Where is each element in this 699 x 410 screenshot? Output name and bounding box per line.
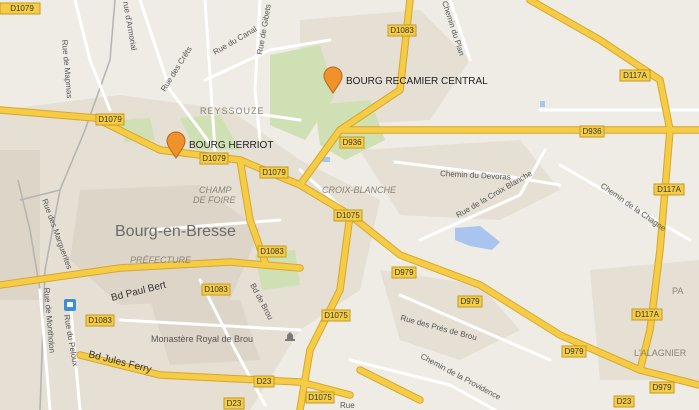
- svg-text:D936: D936: [582, 127, 602, 136]
- road-shield: D117A: [619, 69, 651, 82]
- svg-text:D936: D936: [342, 138, 362, 147]
- road-shield: D1083: [85, 314, 115, 327]
- railways: [17, 0, 116, 410]
- svg-text:D1079: D1079: [262, 168, 286, 177]
- dense-areas: [0, 150, 260, 365]
- marker-label[interactable]: BOURG RECAMIER CENTRAL: [346, 76, 488, 87]
- map-marker-recamier[interactable]: BOURG RECAMIER CENTRAL: [323, 66, 488, 94]
- svg-text:D1079: D1079: [98, 115, 122, 124]
- train-station-icon[interactable]: [64, 299, 76, 311]
- road-shield: D1075: [321, 309, 351, 322]
- map-marker-herriot[interactable]: BOURG HERRIOT: [166, 131, 273, 159]
- svg-text:D1083: D1083: [88, 316, 112, 325]
- road-shield: D1083: [387, 24, 417, 37]
- road-shield: D1079: [199, 152, 229, 165]
- svg-text:D979: D979: [394, 268, 414, 277]
- monastery-label: Monastère Royal de Brou: [151, 334, 253, 344]
- city-label: Bourg-en-Bresse: [115, 223, 236, 240]
- svg-text:D117A: D117A: [657, 185, 682, 194]
- district-label-alagnier: L'ALAGNIER: [634, 348, 687, 358]
- svg-text:D1075: D1075: [324, 311, 348, 320]
- road-shield: D1075: [305, 391, 335, 404]
- road-shield: D979: [457, 295, 483, 308]
- road-shield: D1083: [257, 245, 287, 258]
- road-shield: D979: [649, 381, 675, 394]
- svg-text:D1079: D1079: [10, 4, 34, 13]
- road-shield: D117A: [631, 308, 663, 321]
- road-shield: D979: [391, 266, 417, 279]
- monument-icon: [285, 332, 295, 341]
- street-label-chemin-devoras: Chemin du Devoras: [440, 169, 511, 182]
- road-shield: D23: [223, 397, 245, 410]
- svg-text:D1083: D1083: [204, 285, 228, 294]
- svg-text:D979: D979: [564, 347, 584, 356]
- svg-text:D979: D979: [652, 383, 672, 392]
- svg-text:D23: D23: [617, 397, 632, 406]
- road-shield: D1079: [259, 166, 289, 179]
- svg-text:D117A: D117A: [635, 310, 660, 319]
- road-shield: D23: [613, 395, 635, 408]
- road-shield: D1075: [333, 209, 363, 222]
- district-label-prefecture: PRÉFECTURE: [130, 255, 192, 265]
- road-shield: D936: [579, 125, 605, 138]
- street-label-bottom: Rue: [340, 401, 355, 410]
- svg-text:D979: D979: [460, 297, 480, 306]
- road-shield: D117A: [653, 183, 685, 196]
- map-pin-icon[interactable]: [166, 131, 186, 159]
- map-pin-icon[interactable]: [323, 66, 343, 94]
- svg-text:D23: D23: [257, 377, 272, 386]
- svg-text:D23: D23: [227, 399, 242, 408]
- district-label-croix-blanche: CROIX-BLANCHE: [322, 185, 397, 195]
- road-shield: D1083: [201, 283, 231, 296]
- svg-text:D117A: D117A: [623, 71, 648, 80]
- svg-text:D1083: D1083: [390, 26, 414, 35]
- road-shield: D1079: [95, 113, 125, 126]
- svg-text:D1079: D1079: [202, 154, 226, 163]
- district-label-de-foire: DE FOIRE: [193, 195, 237, 205]
- road-shield: D1079: [0, 2, 41, 15]
- district-label-reyssouze: REYSSOUZE: [200, 106, 265, 116]
- road-shield: D936: [339, 136, 365, 149]
- svg-text:D1075: D1075: [336, 211, 360, 220]
- district-label-champ: CHAMP: [199, 185, 232, 195]
- road-shields: D1079 D1083 D117A D1079 D1079 D1079 D936…: [0, 2, 685, 410]
- svg-text:D1075: D1075: [308, 393, 332, 402]
- place-labels: REYSSOUZE CHAMP DE FOIRE CROIX-BLANCHE B…: [115, 106, 687, 358]
- marker-label[interactable]: BOURG HERRIOT: [189, 140, 273, 151]
- svg-text:D1083: D1083: [260, 247, 284, 256]
- edge-place-label: PA: [672, 286, 683, 296]
- road-shield: D23: [253, 375, 275, 388]
- road-shield: D979: [561, 345, 587, 358]
